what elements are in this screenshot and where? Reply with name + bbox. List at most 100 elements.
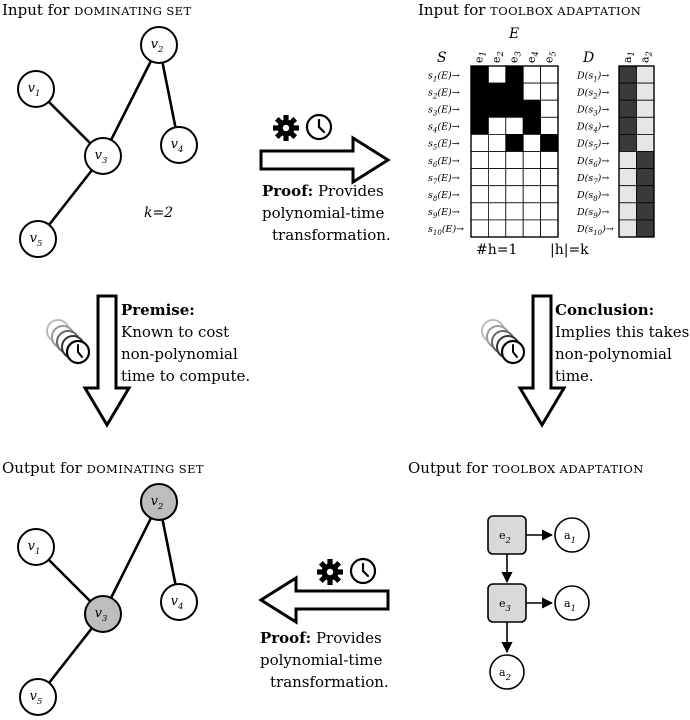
matrix-cell — [470, 116, 489, 135]
node-label-v1: v1 — [28, 539, 41, 557]
row-label-s7: s7(E)→ — [428, 173, 460, 186]
matrix-cell — [540, 168, 559, 187]
matrix-cell — [487, 65, 507, 84]
node-label-v4: v4 — [171, 137, 184, 155]
adaptation-cell — [618, 168, 637, 187]
matrix-cell — [522, 185, 542, 204]
stacked-clocks-icon — [46, 319, 91, 365]
matrix-cell — [540, 99, 559, 118]
matrix-footer-right: |h|=k — [550, 242, 589, 258]
clock-icon-bottom — [349, 557, 377, 585]
matrix-e-label: E — [508, 26, 519, 42]
node-v1 — [17, 528, 55, 566]
matrix-cell — [487, 133, 507, 152]
k-label: k=2 — [144, 205, 173, 221]
row-label-d3: D(s3)→ — [576, 105, 609, 118]
row-label-d7: D(s7)→ — [576, 173, 609, 186]
graph-edge — [101, 501, 161, 615]
flow-label-e3: e3 — [499, 597, 511, 614]
title-ds-input: Input for DOMINATING SET — [2, 1, 192, 19]
clock-icon — [305, 113, 333, 141]
adaptation-cell — [636, 185, 655, 204]
gear-icon — [273, 115, 299, 141]
matrix-cell — [505, 185, 524, 204]
adaptation-cell — [618, 82, 637, 101]
matrix-footer-left: #h=1 — [476, 242, 517, 258]
row-label-s10: s10(E)→ — [428, 224, 464, 237]
flow-circle-a1_mid — [554, 585, 590, 621]
row-label-s6: s6(E)→ — [428, 156, 460, 169]
matrix-cell — [540, 133, 559, 152]
flow-circle-a1_top — [554, 517, 590, 553]
adaptation-cell — [618, 65, 637, 84]
proof-bottom-line1: Proof: Provides — [260, 629, 382, 647]
matrix-cell — [540, 219, 559, 238]
conclusion-line1: Implies this takes — [555, 323, 689, 341]
matrix-cell — [540, 116, 559, 135]
row-label-d1: D(s1)→ — [576, 70, 609, 83]
matrix-cell — [505, 168, 524, 187]
matrix-cell — [522, 65, 542, 84]
arrow-left-bottom — [258, 575, 390, 625]
adaptation-cell — [618, 151, 637, 170]
row-label-s2: s2(E)→ — [428, 87, 460, 100]
arrow-right-top — [259, 135, 391, 185]
matrix-cell — [470, 99, 489, 118]
matrix-cell — [487, 99, 507, 118]
row-label-s8: s8(E)→ — [428, 190, 460, 203]
matrix-cell — [505, 133, 524, 152]
matrix-s-label: S — [437, 50, 447, 66]
matrix-cell — [540, 65, 559, 84]
premise-line3: time to compute. — [121, 367, 250, 385]
matrix-cell — [470, 168, 489, 187]
matrix-cell — [487, 82, 507, 101]
matrix-cell — [522, 99, 542, 118]
title-ta-input: Input for TOOLBOX ADAPTATION — [418, 1, 641, 19]
arrow-down-left — [82, 294, 132, 428]
matrix-cell — [470, 133, 489, 152]
matrix-cell — [522, 82, 542, 101]
node-label-v2: v2 — [151, 37, 164, 55]
adaptation-cell — [636, 151, 655, 170]
title-ds-output: Output for DOMINATING SET — [2, 459, 204, 477]
row-label-s1: s1(E)→ — [428, 70, 460, 83]
row-label-d6: D(s6)→ — [576, 156, 609, 169]
row-label-s9: s9(E)→ — [428, 207, 460, 220]
flow-label-a1_mid: a1 — [564, 597, 576, 614]
col-header-e1: e1 — [473, 51, 489, 63]
row-label-d10: D(s10)→ — [576, 224, 614, 237]
row-label-d5: D(s5)→ — [576, 139, 609, 152]
proof-top-line1: Proof: Provides — [262, 182, 384, 200]
conclusion-title: Conclusion: — [555, 301, 654, 319]
row-label-d2: D(s2)→ — [576, 87, 609, 100]
matrix-cell — [487, 168, 507, 187]
proof-top-line3: transformation. — [272, 226, 391, 244]
matrix-cell — [522, 116, 542, 135]
premise-title: Premise: — [121, 301, 195, 319]
conclusion-line2: non-polynomial — [555, 345, 672, 363]
col-header-e5: e5 — [542, 51, 558, 63]
node-label-v4: v4 — [171, 594, 184, 612]
node-v4 — [160, 583, 198, 621]
matrix-cell — [470, 219, 489, 238]
matrix-cell — [470, 151, 489, 170]
adaptation-cell — [618, 185, 637, 204]
node-label-v1: v1 — [28, 81, 41, 99]
node-label-v2: v2 — [151, 494, 164, 512]
matrix-cell — [540, 82, 559, 101]
adaptation-cell — [618, 116, 637, 135]
adaptation-border — [618, 65, 655, 238]
adaptation-cell — [618, 99, 637, 118]
row-label-s5: s5(E)→ — [428, 139, 460, 152]
flow-circle-a2 — [489, 654, 525, 690]
adaptation-cell — [636, 82, 655, 101]
node-v4 — [160, 126, 198, 164]
matrix-cell — [522, 168, 542, 187]
adaptation-cell — [636, 202, 655, 221]
flow-box-e3 — [487, 583, 527, 623]
